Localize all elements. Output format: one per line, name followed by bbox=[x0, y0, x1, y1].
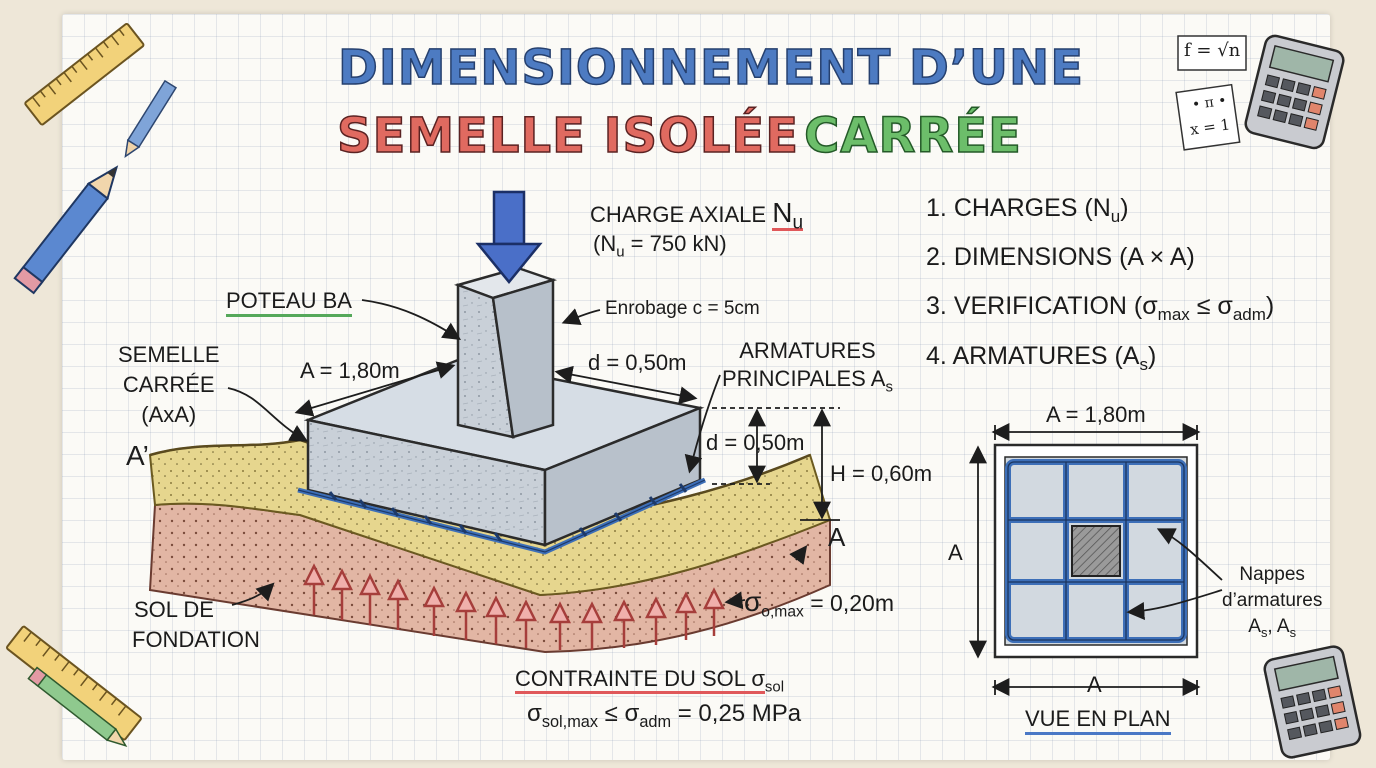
load-arrow-icon bbox=[475, 190, 543, 284]
soil-arrow-icon bbox=[422, 585, 446, 636]
formula-card bbox=[1177, 35, 1247, 71]
soil-arrow-icon bbox=[454, 590, 478, 640]
condition-label: σsol,max ≤ σadm = 0,25 MPa bbox=[527, 700, 802, 731]
section-mark-a: A bbox=[828, 522, 846, 552]
pencil-icon bbox=[124, 79, 178, 158]
soil-arrow-icon bbox=[386, 578, 410, 630]
charge-axiale-label: CHARGE AXIALE Nu bbox=[590, 197, 804, 234]
contrainte-label: CONTRAINTE DU SOL σsol bbox=[515, 666, 785, 696]
leader-enrobage bbox=[561, 308, 601, 326]
nappes-label: Nappes d’armatures As, As bbox=[1222, 564, 1323, 640]
pencil-icon bbox=[13, 165, 119, 295]
sol-label: SOL DE FONDATION bbox=[132, 597, 260, 652]
title-line2: SEMELLE ISOLÉE CARRÉE bbox=[336, 107, 1022, 165]
column-side bbox=[491, 278, 555, 439]
title-line2-red: SEMELLE ISOLÉE bbox=[336, 107, 799, 165]
soil-arrow-icon bbox=[580, 601, 604, 650]
d-side-label: d = 0,50m bbox=[706, 430, 805, 455]
plan-top-dim: A = 1,80m bbox=[1046, 402, 1146, 427]
enrobage-label: Enrobage c = 5cm bbox=[605, 298, 760, 319]
soil-arrow-icon bbox=[548, 601, 572, 650]
title-line2-green: CARRÉE bbox=[803, 107, 1022, 165]
d-top-label: d = 0,50m bbox=[588, 350, 687, 375]
plan-caption: VUE EN PLAN bbox=[1025, 706, 1171, 735]
plan-bottom-dim: A bbox=[1087, 672, 1102, 697]
formula-card-text: f = √n bbox=[1184, 40, 1241, 61]
armatures-label: ARMATURES PRINCIPALES As bbox=[722, 338, 893, 396]
h-side-label: H = 0,60m bbox=[830, 461, 933, 486]
soil-arrow-icon bbox=[514, 599, 538, 648]
soil-arrow-icon bbox=[674, 591, 698, 640]
ruler-icon bbox=[6, 625, 142, 741]
step-2: 2. DIMENSIONS (A × A) bbox=[926, 243, 1195, 271]
calculator-icon bbox=[1244, 34, 1345, 150]
soil-arrow-icon bbox=[644, 596, 668, 645]
plan-column bbox=[1071, 525, 1121, 577]
plan-left-dim: A bbox=[948, 540, 963, 565]
dim-a-line bbox=[294, 361, 456, 417]
semelle-label: SEMELLE CARRÉE (AxA) bbox=[118, 342, 220, 427]
soil-arrow-icon bbox=[358, 573, 382, 625]
section-mark-a-prime: A’ bbox=[126, 440, 149, 471]
a-dimension-label: A = 1,80m bbox=[300, 358, 400, 383]
poteau-label: POTEAU BA bbox=[226, 288, 352, 317]
step-4: 4. ARMATURES (As) bbox=[926, 342, 1157, 374]
title-line1: DIMENSIONNEMENT D’UNE bbox=[337, 39, 1084, 97]
plan-view bbox=[969, 423, 1223, 696]
soil-arrow-icon bbox=[612, 599, 636, 648]
soil-arrow-icon bbox=[702, 587, 726, 636]
soil-pressure-arrows bbox=[302, 563, 726, 650]
ruler-icon bbox=[24, 22, 145, 126]
step-3: 3. VERIFICATION (σmax ≤ σadm) bbox=[926, 292, 1275, 324]
step-1: 1. CHARGES (Nu) bbox=[926, 194, 1129, 226]
soil-arrow-icon bbox=[330, 568, 354, 620]
nu-value-label: (Nu = 750 kN) bbox=[593, 231, 727, 261]
leader-poteau bbox=[361, 299, 462, 340]
rebar-ties bbox=[328, 483, 688, 542]
notes-card bbox=[1175, 83, 1241, 151]
soil-arrow-icon bbox=[484, 595, 508, 644]
leader-semelle bbox=[227, 387, 309, 442]
sigma-max-label: σo,max = 0,20m bbox=[744, 586, 894, 621]
leader-sol bbox=[231, 582, 275, 606]
calculator-icon bbox=[1263, 645, 1362, 759]
leader-armatures bbox=[684, 374, 721, 474]
pencil-icon bbox=[27, 666, 128, 747]
soil-arrow-icon bbox=[302, 563, 326, 615]
dim-d-top-line bbox=[554, 365, 698, 405]
